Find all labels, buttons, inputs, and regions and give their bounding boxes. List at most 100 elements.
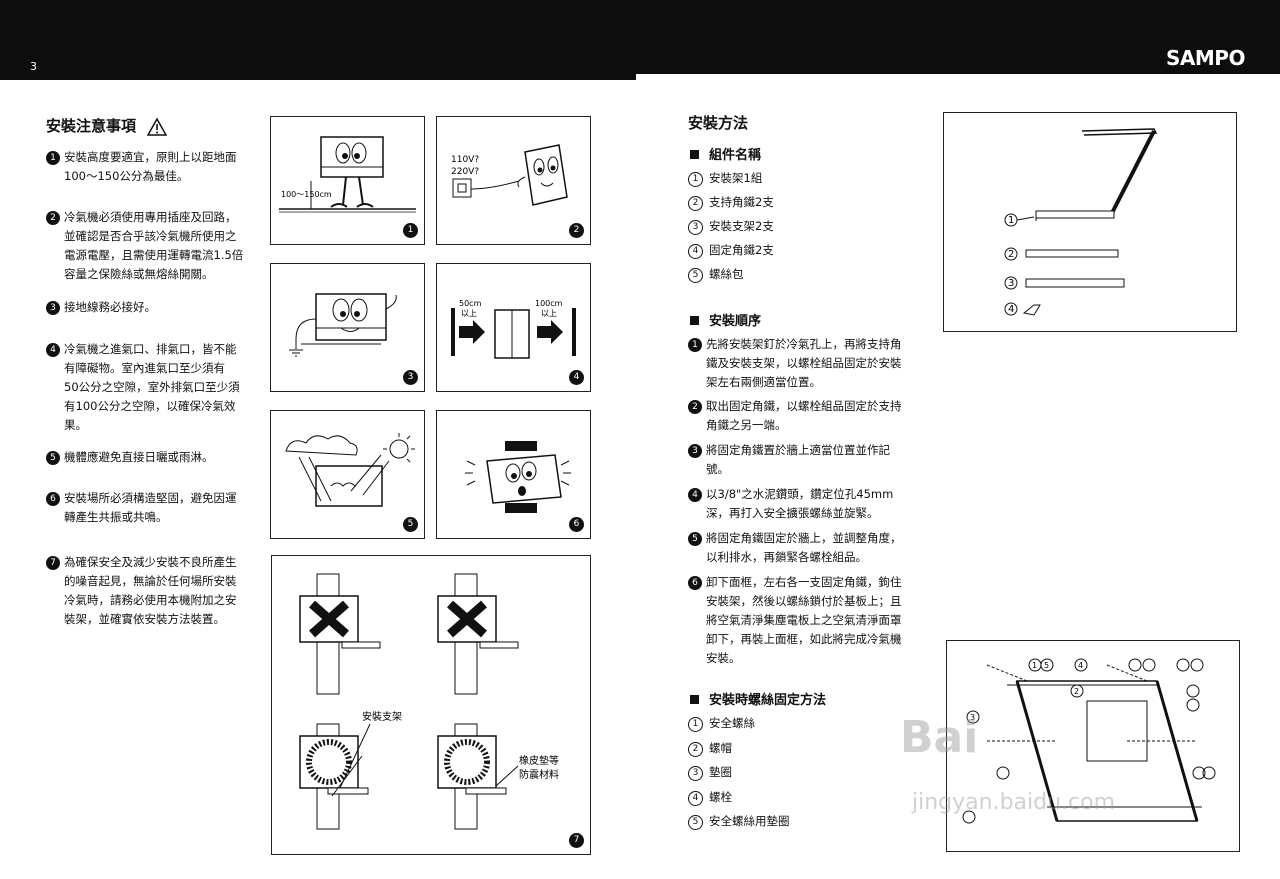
- step-line: 鐵及安裝支架，以螺栓組品固定於安裝: [706, 356, 902, 370]
- screw-heading-text: 安裝時螺絲固定方法: [709, 693, 827, 708]
- number-badge: 6: [688, 576, 702, 590]
- caution-line: 電源電壓，且需使用運轉電流1.5倍: [64, 248, 244, 262]
- height-label: 100～150cm: [281, 190, 332, 199]
- height-illustration: 100～150cm: [279, 136, 416, 213]
- caution-line: 冷氣機必須使用專用插座及回路，: [64, 210, 237, 224]
- outlined-number: 5: [688, 815, 703, 830]
- caution-line: 有障礙物。室內進氣口至少須有: [64, 361, 225, 375]
- number-badge: 4: [688, 488, 702, 502]
- parts-heading-text: 組件名稱: [709, 148, 762, 163]
- caution-line: 50公分之空隙，室外排氣口至少須: [64, 380, 240, 394]
- number-badge: 5: [46, 451, 60, 465]
- number-badge: 2: [46, 211, 60, 225]
- step-line: 安裝架，然後以螺絲鎖付於基板上；且: [706, 594, 902, 608]
- right-title: 安裝方法: [688, 114, 749, 132]
- number-badge: 7: [46, 556, 60, 570]
- outlined-number: 4: [688, 790, 703, 806]
- caution-line: 為確保安全及減少安裝不良所產生: [64, 555, 237, 569]
- watermark-logo: Bai: [900, 712, 979, 763]
- assembly-drawing: 1 5 4 2 3: [962, 658, 1216, 824]
- caution-line: 安裝場所必須構造堅固，避免因運: [64, 491, 237, 505]
- part-label-4: 4: [1008, 304, 1014, 315]
- figure-badge-1: 1: [403, 223, 418, 238]
- caution-line: 的噪音起見，無論於任何場所安裝: [64, 574, 237, 588]
- callout-5: 5: [1044, 661, 1049, 670]
- part-label-1: 1: [1008, 215, 1014, 226]
- step-line: 以3/8"之水泥鑽頭，鑽定位孔45mm: [706, 487, 894, 501]
- number-badge: 6: [46, 492, 60, 506]
- callout-2: 2: [1074, 687, 1079, 696]
- steps-heading-text: 安裝順序: [709, 314, 762, 329]
- part-item: 5 螺絲包: [688, 265, 744, 284]
- caution-line: 接地線務必接好。: [64, 300, 156, 314]
- step-line: 深，再打入安全擴張螺絲並旋緊。: [706, 506, 879, 520]
- number-badge: 3: [46, 301, 60, 315]
- part-text: 螺絲包: [709, 267, 744, 281]
- callout-4: 4: [1078, 661, 1083, 670]
- caution-line: 冷氣時，請務必使用本機附加之安: [64, 593, 237, 607]
- caution-line: 果。: [64, 418, 87, 432]
- number-badge: 5: [688, 532, 702, 546]
- step-line: 將固定角鐵置於牆上適當位置並作記: [706, 443, 890, 457]
- watermark-url: jingyan.baidu.com: [912, 790, 1116, 815]
- part-text: 固定角鐵2支: [709, 243, 774, 257]
- caution-line: 有100公分之空隙，以確保冷氣效: [64, 399, 236, 413]
- outlined-number: 2: [688, 196, 703, 211]
- callout-3: 3: [970, 713, 975, 722]
- number-badge: 3: [688, 444, 702, 458]
- header-gap: [636, 74, 1280, 80]
- left-title-text: 安裝注意事項: [46, 117, 137, 135]
- caution-line: 機體應避免直接日曬或雨淋。: [64, 450, 214, 464]
- page-number: 3: [30, 60, 37, 73]
- caution-item: 5 機體應避免直接日曬或雨淋。: [46, 448, 214, 467]
- steps-heading: 安裝順序: [690, 310, 761, 329]
- step-line: 卸下面框，左右各一支固定角鐵，鉤住: [706, 575, 902, 589]
- figure-badge-2: 2: [569, 223, 584, 238]
- caution-line: 轉產生共振或共鳴。: [64, 510, 168, 524]
- step-line: 以利排水，再鎖緊各螺栓組品。: [706, 550, 867, 564]
- clearance-right-label: 100cm: [535, 299, 563, 308]
- figure-badge-6: 6: [569, 517, 584, 532]
- screw-text: 墊圈: [709, 765, 732, 779]
- caution-item: 2 冷氣機必須使用專用插座及回路， 並確認是否合乎該冷氣機所使用之電源電壓，且需使用…: [46, 208, 243, 284]
- figure-7: 安裝支架 橡皮墊等 防震材料 7: [271, 555, 591, 855]
- figure-5: 5: [270, 410, 425, 539]
- figure-badge-4: 4: [569, 370, 584, 385]
- part-text: 安裝支架2支: [709, 219, 774, 233]
- figure-badge-3: 3: [403, 370, 418, 385]
- brand-logo: SAMPO: [1166, 46, 1245, 70]
- step-line: 號。: [706, 462, 729, 476]
- mounting-illustration: 安裝支架 橡皮墊等 防震材料: [299, 573, 559, 830]
- warning-icon: [147, 117, 168, 136]
- step-line: 角鐵之另一端。: [706, 418, 787, 432]
- rubber-label-2: 防震材料: [519, 768, 559, 781]
- parts-diagram: 1 2 3 4: [943, 112, 1237, 332]
- rubber-label-1: 橡皮墊等: [519, 754, 559, 767]
- parts-heading: 組件名稱: [690, 144, 761, 163]
- caution-item: 7 為確保安全及減少安裝不良所產生的噪音起見，無論於任何場所安裝冷氣時，請務必使用…: [46, 553, 237, 629]
- step-line: 安裝。: [706, 651, 741, 665]
- caution-item: 3 接地線務必接好。: [46, 298, 156, 317]
- outlined-number: 5: [688, 268, 703, 283]
- part-text: 安裝架1組: [709, 171, 763, 185]
- assembly-callouts: 1 5 4 2 3: [962, 658, 1216, 824]
- left-title: 安裝注意事項: [46, 115, 168, 136]
- voltage-label-220: 220V?: [451, 167, 479, 177]
- clearance-illustration: 50cm 以上 100cm 以上: [451, 299, 576, 359]
- caution-line: 並確認是否合乎該冷氣機所使用之: [64, 229, 237, 243]
- figure-badge-7: 7: [569, 833, 584, 848]
- caution-line: 冷氣機之進氣口、排氣口，皆不能: [64, 342, 237, 356]
- screw-text: 安全螺絲: [709, 716, 755, 730]
- callout-1: 1: [1032, 661, 1037, 670]
- figure-4: 50cm 以上 100cm 以上 4: [436, 263, 591, 392]
- square-bullet-icon: [690, 695, 699, 704]
